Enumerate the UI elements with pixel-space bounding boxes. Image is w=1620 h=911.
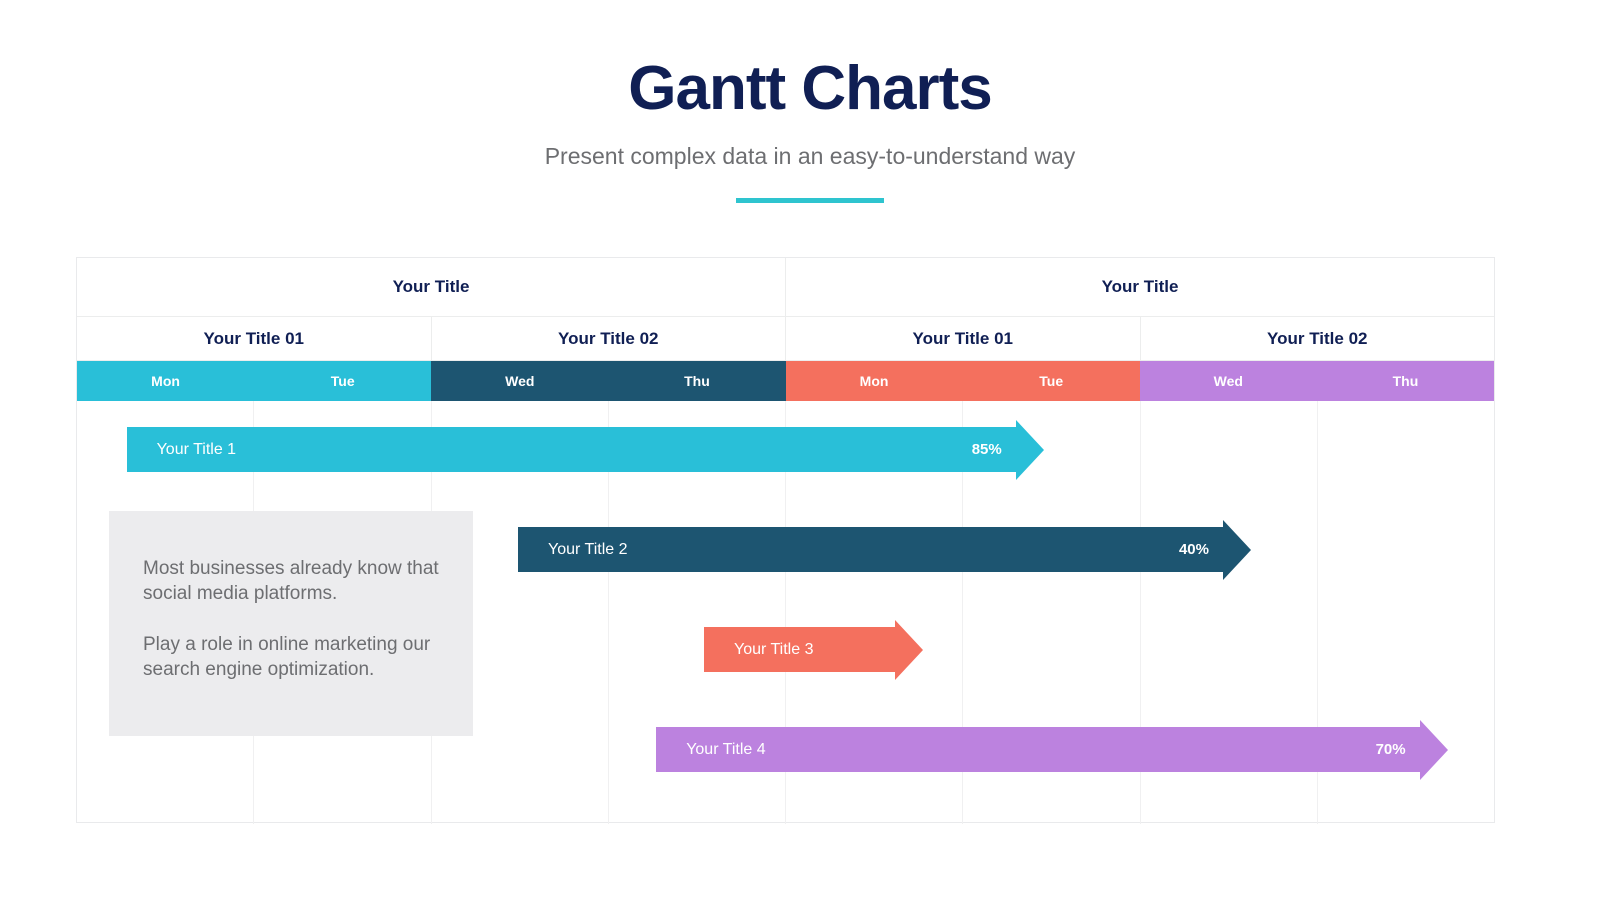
gantt-task-bar[interactable]: Your Title 2 40% [518, 519, 1251, 580]
task-bar-arrow-icon [1015, 419, 1044, 480]
task-bar-label: Your Title 2 [548, 540, 628, 558]
gantt-plot-area: Most businesses already know that social… [77, 401, 1494, 824]
subgroup-header-cell: Your Title 02 [1139, 317, 1495, 360]
gantt-task-bar[interactable]: Your Title 4 70% [656, 719, 1448, 780]
task-progress-label: 40% [1178, 541, 1209, 558]
group-header-cell: Your Title [785, 258, 1494, 316]
day-header-cell: Mon [77, 361, 255, 401]
day-header-cell: Tue [254, 361, 432, 401]
day-header-cell: Tue [962, 361, 1140, 401]
slide-header: Gantt Charts Present complex data in an … [0, 0, 1620, 204]
task-progress-label: 85% [971, 441, 1002, 458]
note-box: Most businesses already know that social… [109, 511, 473, 736]
task-progress-label: 70% [1375, 741, 1406, 758]
subgroup-header-cell: Your Title 01 [203, 328, 304, 348]
subgroup-header-cell: Your Title 02 [430, 317, 786, 360]
accent-divider [736, 198, 884, 204]
subgroup-header-cell: Your Title 01 [785, 317, 1140, 360]
day-header-cell: Thu [1316, 361, 1494, 401]
page-subtitle: Present complex data in an easy-to-under… [544, 143, 1076, 170]
day-header-cell: Thu [608, 361, 786, 401]
note-paragraph-2: Play a role in online marketing our sear… [143, 634, 431, 681]
task-bar-arrow-icon [895, 619, 924, 680]
task-bar-arrow-icon [1419, 719, 1448, 780]
day-header-cell: Mon [785, 361, 963, 401]
task-bar-arrow-icon [1222, 519, 1251, 580]
gantt-task-bar[interactable]: Your Title 1 85% [126, 419, 1044, 480]
note-paragraph-1: Most businesses already know that social… [143, 558, 439, 605]
day-header-cell: Wed [1139, 361, 1317, 401]
group-header-cell: Your Title [392, 277, 470, 296]
day-header-cell: Wed [431, 361, 609, 401]
page-title: Gantt Charts [628, 54, 992, 123]
task-bar-label: Your Title 4 [686, 740, 766, 758]
gantt-task-bar[interactable]: Your Title 3 [704, 619, 924, 680]
task-bar-label: Your Title 1 [156, 440, 237, 458]
task-bar-label: Your Title 3 [734, 640, 814, 658]
group-header-row: Your Title Your Title [77, 258, 1494, 317]
